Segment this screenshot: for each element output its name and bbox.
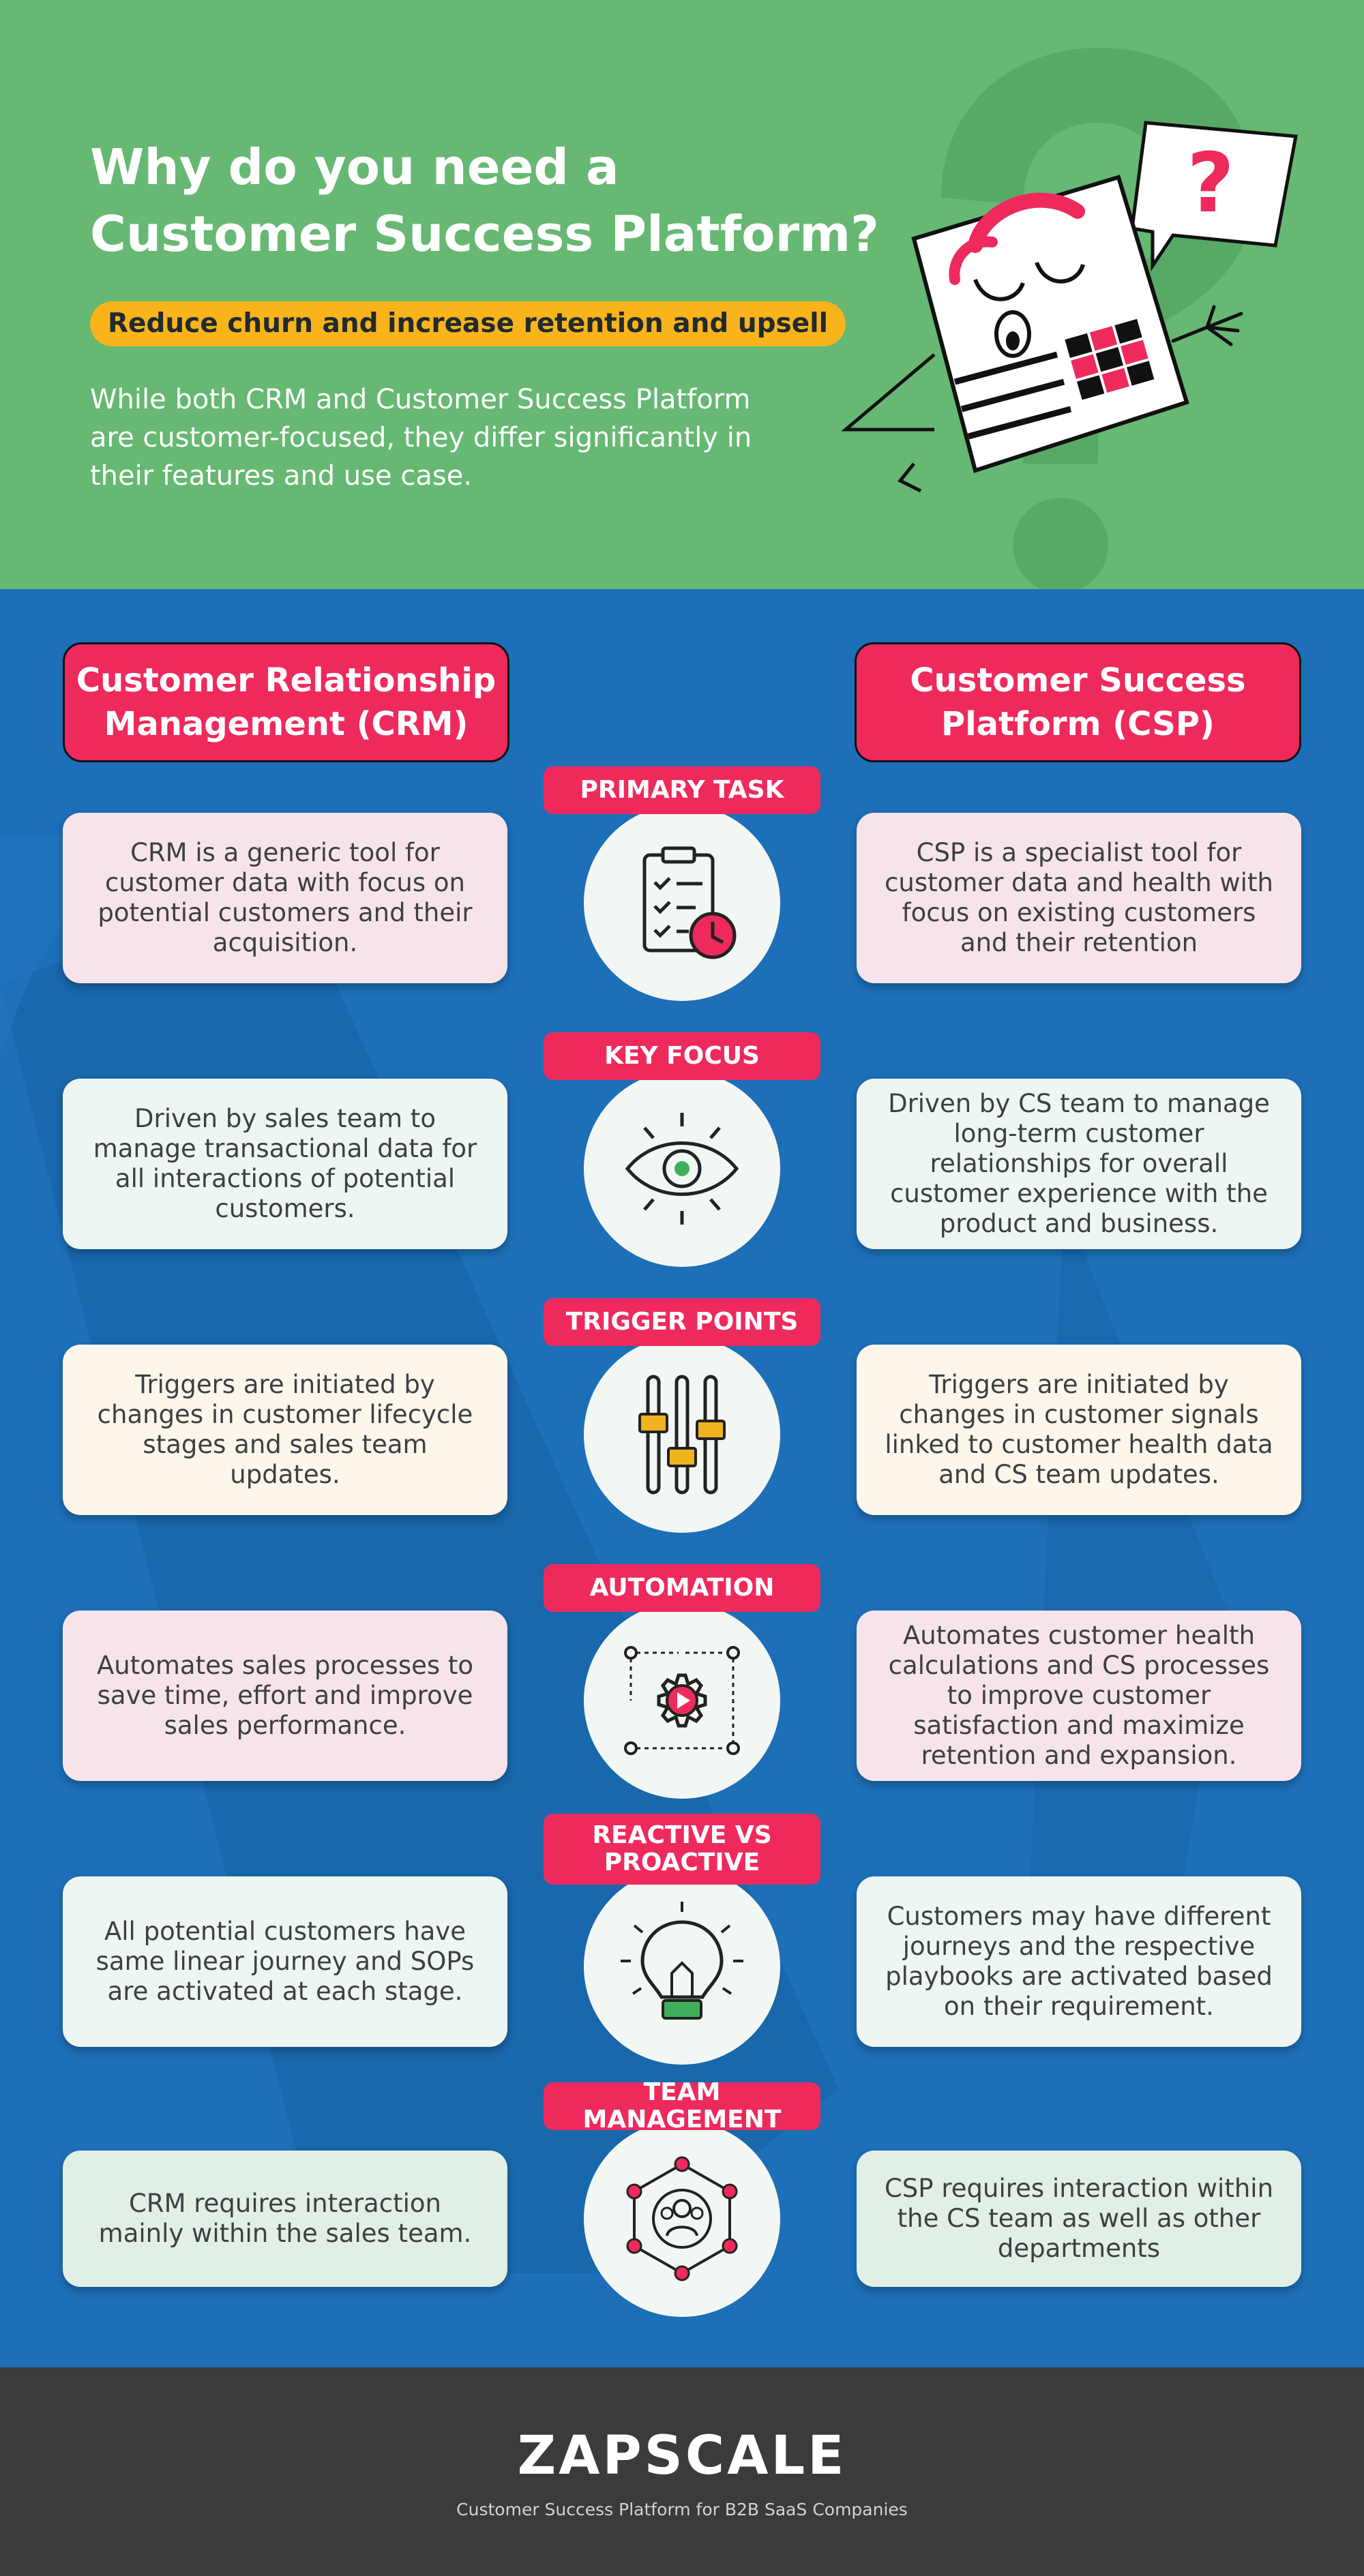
comparison-row-trigger-points: TRIGGER POINTS Triggers are initiated by… [0, 1298, 1364, 1544]
zapscale-logo: ZAPSCALE [518, 2429, 847, 2483]
footer-tagline: Customer Success Platform for B2B SaaS C… [456, 2500, 908, 2519]
comparison-section: Customer Relationship Management (CRM) C… [0, 589, 1364, 2367]
comparison-row-reactive-vs-proactive: REACTIVE VS PROACTIVE All potential cust… [0, 1814, 1364, 2076]
icon-circle [584, 1070, 780, 1267]
crm-card: Automates sales processes to save time, … [63, 1611, 507, 1781]
comparison-row-primary-task: PRIMARY TASK CRM is a generic tool for c… [0, 766, 1364, 1012]
crm-card: Triggers are initiated by changes in cus… [63, 1345, 507, 1515]
team-network-icon [626, 2156, 738, 2281]
clipboard-clock-icon [642, 846, 737, 959]
csp-card: Triggers are initiated by changes in cus… [857, 1345, 1301, 1515]
gear-play-icon [624, 1646, 740, 1755]
row-label: AUTOMATION [544, 1564, 820, 1612]
row-label: TEAM MANAGEMENT [544, 2079, 820, 2133]
row-label: TRIGGER POINTS [544, 1298, 820, 1346]
comparison-row-key-focus: KEY FOCUS Driven by sales team to manage… [0, 1032, 1364, 1278]
comparison-row-team-management: TEAM MANAGEMENT CRM requires interaction… [0, 2079, 1364, 2328]
speech-bubble-symbol: ? [1187, 136, 1234, 231]
crm-column-header: Customer Relationship Management (CRM) [63, 642, 509, 762]
csp-column-header: Customer Success Platform (CSP) [855, 642, 1301, 762]
icon-circle [584, 2121, 780, 2317]
page-title-line1: Why do you need a [90, 138, 619, 196]
crm-card: Driven by sales team to manage transacti… [63, 1079, 507, 1249]
confused-document-mascot-icon: ? [841, 121, 1298, 493]
crm-card: CRM is a generic tool for customer data … [63, 813, 507, 983]
csp-card: Automates customer health calculations a… [857, 1611, 1301, 1781]
crm-card: All potential customers have same linear… [63, 1876, 507, 2047]
highlight-pill: Reduce churn and increase retention and … [90, 301, 846, 346]
lightbulb-icon [621, 1902, 743, 2020]
hero-section: Why do you need a Customer Success Platf… [0, 0, 1364, 589]
icon-circle [584, 1868, 780, 2065]
sliders-icon [638, 1375, 726, 1495]
crm-card: CRM requires interaction mainly within t… [63, 2151, 507, 2287]
row-label: PRIMARY TASK [544, 766, 820, 814]
csp-card: CSP is a specialist tool for customer da… [857, 813, 1301, 983]
csp-card: Driven by CS team to manage long-term cu… [857, 1079, 1301, 1249]
icon-circle [584, 1336, 780, 1533]
icon-circle [584, 805, 780, 1001]
row-label: KEY FOCUS [544, 1032, 820, 1080]
page-title-line2: Customer Success Platform? [90, 205, 879, 263]
eye-icon [625, 1113, 739, 1225]
brand-name: ZAPSCALE [518, 2429, 847, 2483]
csp-card: CSP requires interaction within the CS t… [857, 2151, 1301, 2287]
comparison-row-automation: AUTOMATION Automates sales processes to … [0, 1564, 1364, 1810]
speech-bubble-icon: ? [1130, 121, 1298, 272]
icon-circle [584, 1602, 780, 1799]
csp-card: Customers may have different journeys an… [857, 1876, 1301, 2047]
footer: ZAPSCALE Customer Success Platform for B… [0, 2367, 1364, 2576]
page-title: Why do you need a Customer Success Platf… [90, 134, 881, 267]
intro-text: While both CRM and Customer Success Plat… [90, 384, 752, 492]
row-label: REACTIVE VS PROACTIVE [544, 1814, 820, 1885]
